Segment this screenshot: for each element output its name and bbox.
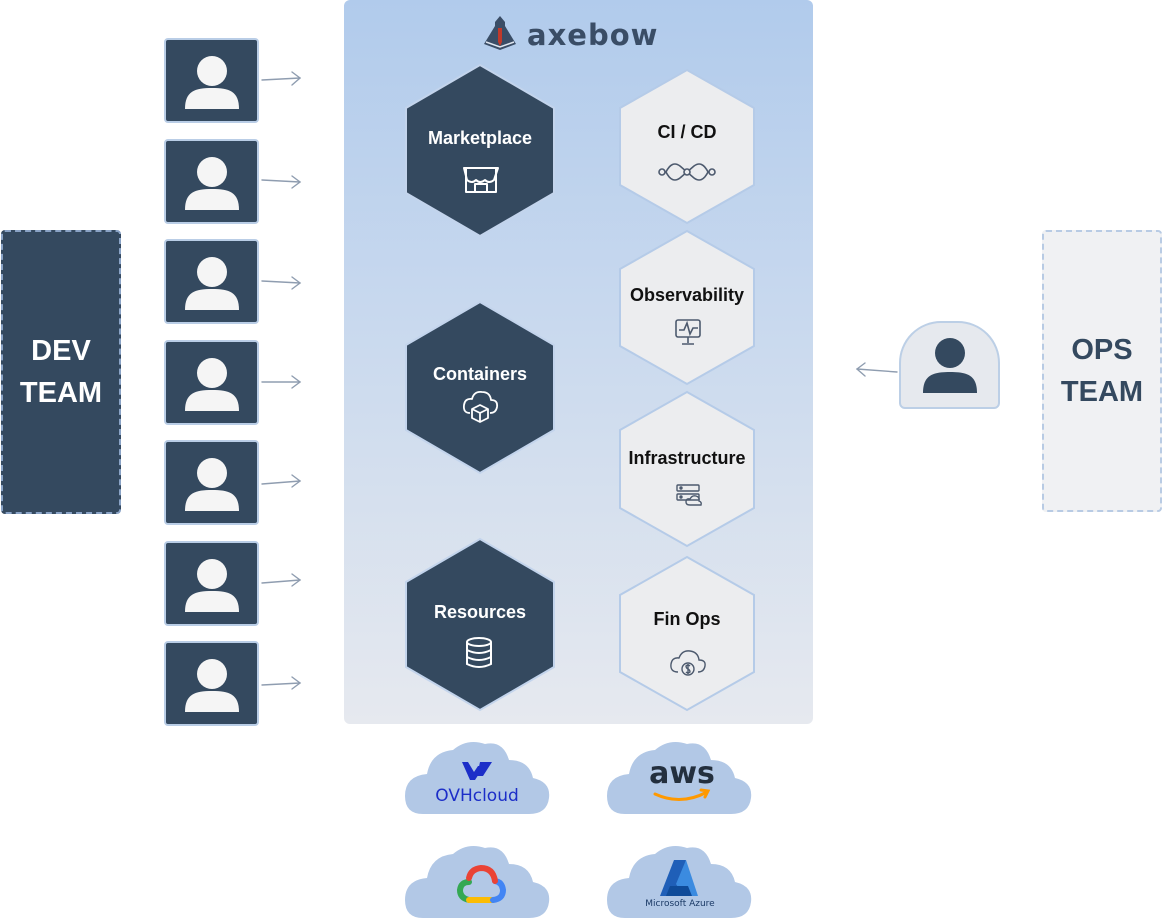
hex-containers[interactable]: [405, 300, 555, 475]
user-icon: [185, 659, 239, 712]
dev-user-tile: [164, 541, 259, 626]
dev-team-box: DEV TEAM: [1, 230, 121, 514]
arrow-right-icon: [261, 175, 302, 189]
hex-label-fin-ops: Fin Ops: [653, 609, 721, 629]
google-cloud-logo: [456, 864, 507, 903]
arrow-right-icon: [261, 474, 302, 488]
ovhcloud-cloud: [405, 742, 550, 814]
hex-label-infrastructure: Infrastructure: [628, 448, 746, 468]
storefront-icon: [463, 167, 499, 193]
ovh-logo: [462, 762, 492, 780]
hex-infrastructure[interactable]: [619, 390, 755, 548]
azure-label: Microsoft Azure: [645, 899, 715, 909]
database-icon: [466, 637, 492, 668]
dev-user-tile: [164, 239, 259, 324]
arrow-left-icon: [855, 362, 898, 377]
ovhcloud-label: OVHcloud: [435, 786, 519, 806]
dev-team-label: DEV TEAM: [19, 335, 103, 409]
arrow-right-icon: [261, 375, 302, 389]
arrow-right-icon: [261, 676, 302, 690]
user-icon: [185, 56, 239, 109]
user-icon: [185, 358, 239, 411]
ops-team-box: OPS TEAM: [1042, 230, 1162, 512]
dev-user-tile: [164, 641, 259, 726]
aws-cloud: [607, 742, 752, 814]
hex-resources[interactable]: [405, 537, 555, 712]
hex-label-marketplace: Marketplace: [427, 128, 533, 148]
dev-user-tile: [164, 38, 259, 123]
hex-label-observability: Observability: [629, 285, 745, 305]
user-icon: [185, 458, 239, 511]
aws-logo: [653, 788, 711, 801]
hex-label-containers: Containers: [432, 364, 528, 384]
arrow-right-icon: [261, 276, 302, 290]
cloud-box-icon: [462, 390, 499, 423]
google-cloud-cloud: [405, 846, 550, 918]
ops-team-label: OPS TEAM: [1060, 334, 1144, 408]
infinity-pipeline-icon: [658, 163, 716, 181]
ops-user-tile: [899, 321, 1000, 409]
monitor-pulse-icon: [675, 319, 701, 345]
hex-fin-ops[interactable]: [619, 555, 755, 712]
brand-name: axebow: [527, 18, 659, 52]
arrow-right-icon: [261, 573, 302, 587]
dev-user-tile: [164, 139, 259, 224]
cloud-dollar-icon: [670, 650, 706, 676]
server-cloud-icon: [676, 484, 702, 506]
user-icon: [185, 157, 239, 210]
axebow-brand: axebow: [482, 14, 682, 54]
user-icon: [923, 338, 977, 393]
hex-label-ci-cd: CI / CD: [657, 122, 717, 142]
dev-user-tile: [164, 440, 259, 525]
axebow-logo-icon: [484, 16, 516, 50]
aws-label: aws: [649, 756, 715, 791]
dev-user-tile: [164, 340, 259, 425]
hex-marketplace[interactable]: [405, 63, 555, 238]
azure-cloud: [607, 846, 752, 918]
hex-ci-cd[interactable]: [619, 68, 755, 225]
hex-label-resources: Resources: [433, 602, 527, 622]
hex-observability[interactable]: [619, 229, 755, 386]
user-icon: [185, 559, 239, 612]
arrow-right-icon: [261, 71, 302, 86]
user-icon: [185, 257, 239, 310]
azure-logo: [660, 860, 698, 896]
